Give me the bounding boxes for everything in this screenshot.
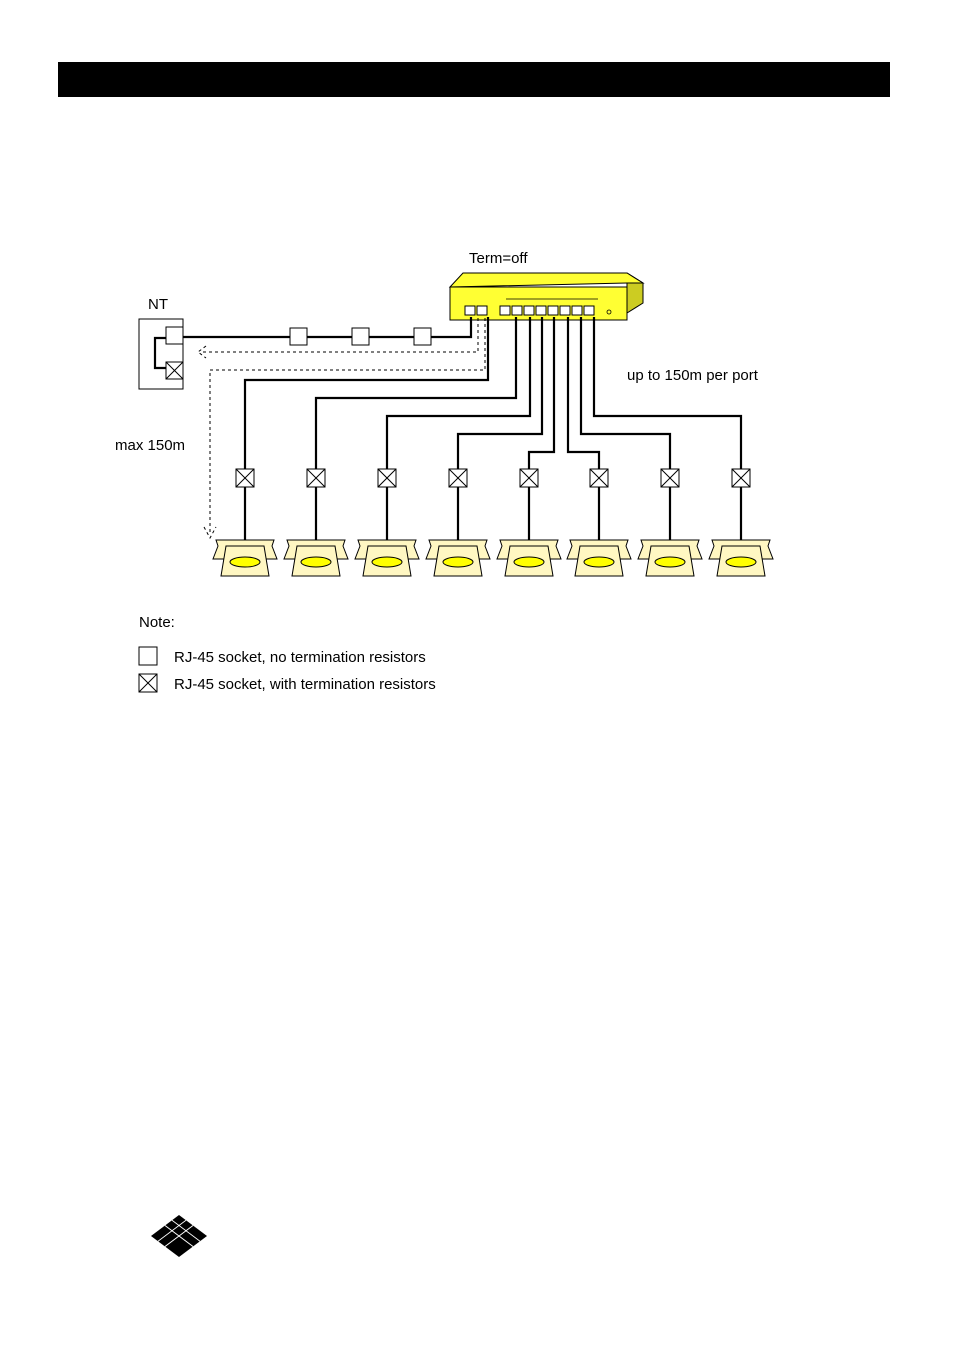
port-wire-2 xyxy=(316,317,516,540)
phone-socket-5 xyxy=(520,469,538,487)
phone-socket-2 xyxy=(307,469,325,487)
switch-port-5 xyxy=(524,306,534,315)
note-item-2-label: RJ-45 socket, with termination resistors xyxy=(174,676,436,693)
phone-socket-8 xyxy=(732,469,750,487)
bus-socket-1 xyxy=(290,328,307,345)
isdn-switch xyxy=(450,273,643,320)
phone-5 xyxy=(497,540,561,576)
switch-port-3 xyxy=(500,306,510,315)
phone-socket-4 xyxy=(449,469,467,487)
rj45-socket-terminated-icon xyxy=(138,673,159,694)
nt-socket-plain xyxy=(166,327,183,344)
note-title: Note: xyxy=(139,614,175,631)
switch-port-1 xyxy=(465,306,475,315)
phone-7 xyxy=(638,540,702,576)
port-wire-1 xyxy=(245,317,488,540)
phone-socket-7 xyxy=(661,469,679,487)
phone-socket-1 xyxy=(236,469,254,487)
port-distance-label: up to 150m per port xyxy=(627,367,759,384)
port-wire-8 xyxy=(594,317,741,540)
switch-port-7 xyxy=(548,306,558,315)
phone-4 xyxy=(426,540,490,576)
dashed-arrow-down xyxy=(204,527,216,538)
phone-socket-3 xyxy=(378,469,396,487)
dashed-link-down xyxy=(210,318,485,535)
switch-port-10 xyxy=(584,306,594,315)
switch-port-9 xyxy=(572,306,582,315)
rj45-socket-plain-icon xyxy=(138,646,159,667)
switch-port-2 xyxy=(477,306,487,315)
bus-socket-3 xyxy=(414,328,431,345)
isdn-wiring-diagram: Term=off NT max 150m up to 150m per port xyxy=(0,0,954,720)
switch-port-8 xyxy=(560,306,570,315)
phones-group xyxy=(213,317,773,576)
nt-socket-terminated xyxy=(166,362,183,379)
note-item-1-label: RJ-45 socket, no termination resistors xyxy=(174,649,426,666)
nt-label: NT xyxy=(148,296,168,313)
phone-socket-6 xyxy=(590,469,608,487)
switch-port-6 xyxy=(536,306,546,315)
phone-1 xyxy=(213,540,277,576)
max-distance-label: max 150m xyxy=(115,437,185,454)
term-label: Term=off xyxy=(469,250,528,267)
phone-6 xyxy=(567,540,631,576)
black-box-logo xyxy=(150,1215,208,1257)
phone-3 xyxy=(355,540,419,576)
nt-box xyxy=(139,319,183,389)
dashed-link-nt xyxy=(200,318,478,352)
bus-socket-2 xyxy=(352,328,369,345)
phone-8 xyxy=(709,540,773,576)
phone-2 xyxy=(284,540,348,576)
switch-port-4 xyxy=(512,306,522,315)
